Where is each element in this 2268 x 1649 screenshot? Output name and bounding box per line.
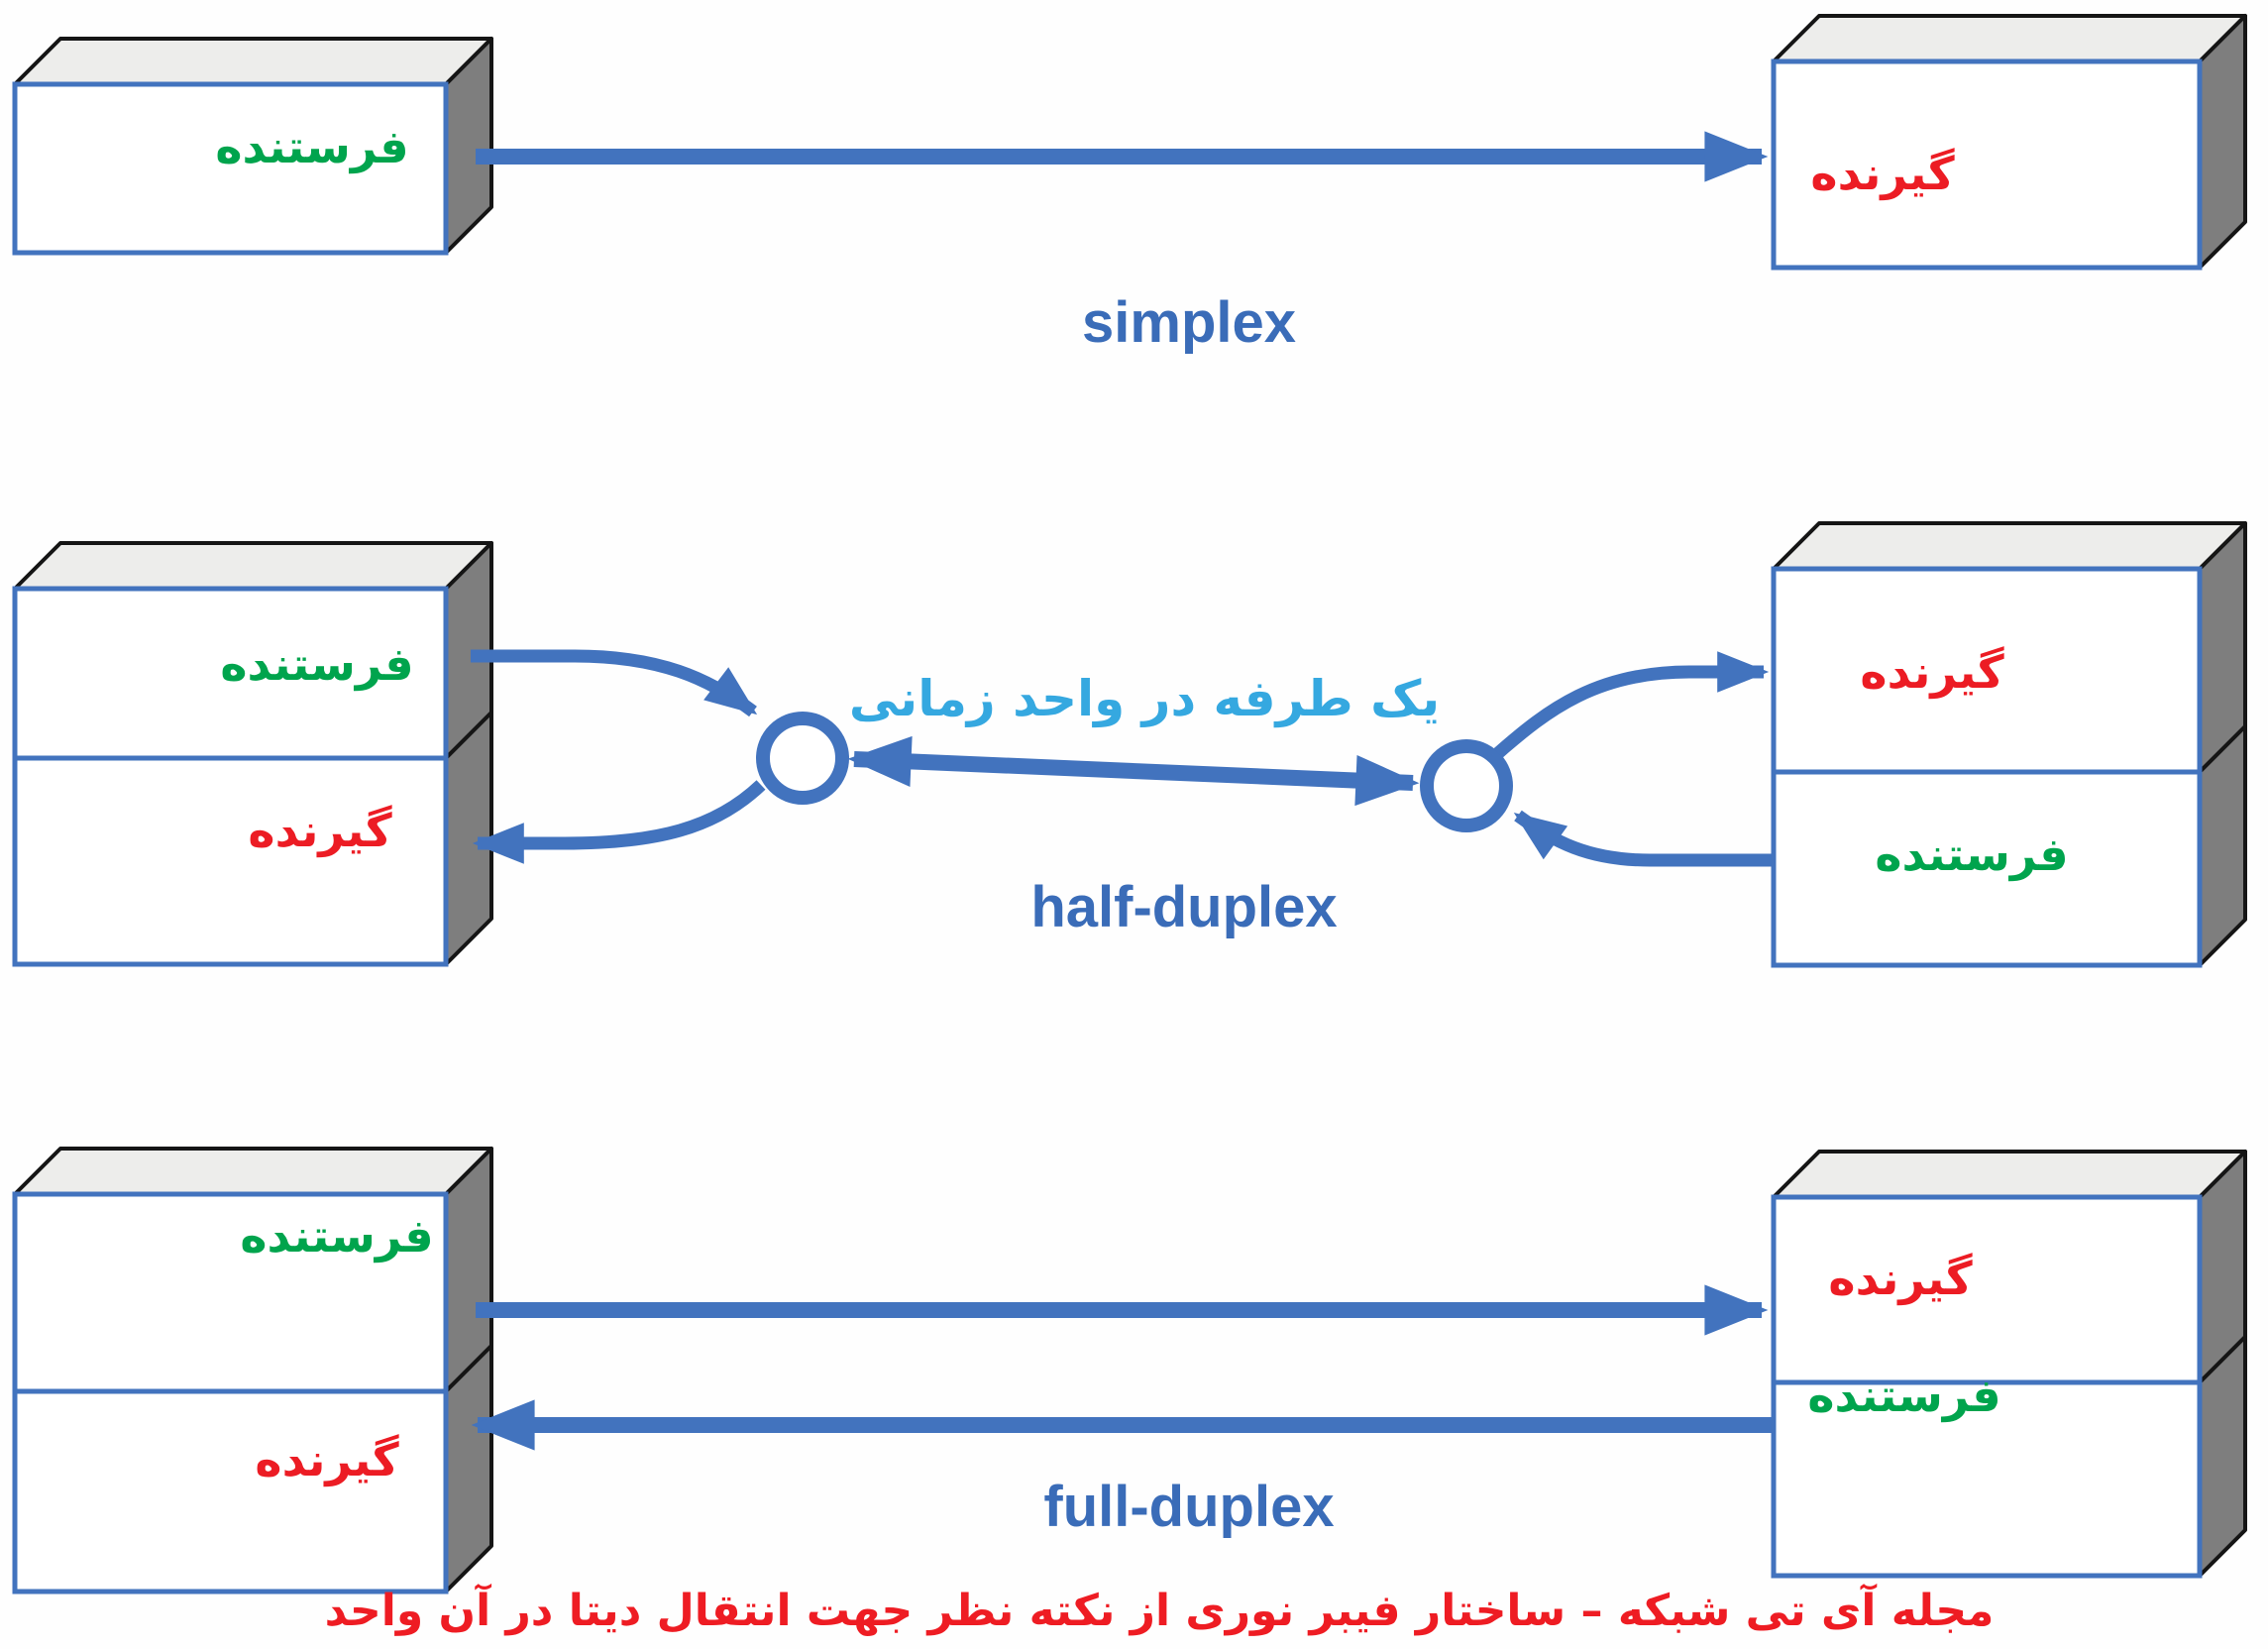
sender-label: فرستنده — [240, 1209, 433, 1263]
sender-compartment — [1771, 1379, 2203, 1579]
receiver-label: گیرنده — [1828, 1252, 1972, 1305]
one-way-at-a-time-annotation: یک طرفه در واحد زمانی — [849, 670, 1440, 728]
full-duplex-section: فرستنده گیرنده گیرنده فرستنده full-duple… — [12, 1147, 2247, 1594]
shared-channel-double-arrow — [847, 735, 1420, 807]
junction-to-right-receiver-arrow — [1493, 651, 1770, 758]
sender-label: فرستنده — [220, 637, 413, 691]
box-front-face — [12, 81, 449, 256]
simplex-title: simplex — [1082, 290, 1296, 355]
full-duplex-left-box: فرستنده گیرنده — [12, 1147, 493, 1594]
box-top-face — [1772, 14, 2247, 63]
sender-label: فرستنده — [1807, 1369, 2000, 1422]
simplex-section: فرستنده گیرنده simplex — [12, 14, 2247, 355]
image-caption: مجله آی تی شبکه – ساختار فیبر نوری از نک… — [325, 1583, 1995, 1636]
box-top-face — [13, 1147, 493, 1196]
sender-compartment — [12, 1191, 449, 1394]
simplex-receiver-box: گیرنده — [1771, 14, 2247, 271]
sender-label: فرستنده — [215, 120, 408, 173]
half-duplex-left-box: فرستنده گیرنده — [12, 541, 493, 967]
half-duplex-title: half-duplex — [1030, 875, 1337, 939]
full-duplex-title: full-duplex — [1043, 1475, 1334, 1539]
receiver-label: گیرنده — [1810, 147, 1954, 200]
simplex-sender-box: فرستنده — [12, 37, 493, 256]
receiver-compartment — [1771, 1194, 2203, 1385]
receiver-compartment — [12, 1388, 449, 1594]
full-duplex-right-box: گیرنده فرستنده — [1771, 1150, 2247, 1579]
box-front-face — [1771, 58, 2203, 271]
box-top-face — [13, 37, 493, 86]
receiver-label: گیرنده — [1860, 645, 2003, 699]
receiver-label: گیرنده — [248, 804, 391, 857]
receiver-label: گیرنده — [255, 1433, 398, 1486]
box-top-face — [1772, 1150, 2247, 1199]
right-sender-to-junction-arrow — [1513, 810, 1774, 867]
receiver-compartment — [12, 755, 449, 967]
receiver-compartment — [1771, 566, 2203, 775]
sender-label: فرستنده — [1875, 827, 2068, 881]
half-duplex-right-box: گیرنده فرستنده — [1771, 521, 2247, 968]
right-junction-circle — [1420, 739, 1513, 832]
box-side-face — [2198, 14, 2247, 270]
box-top-face — [1772, 521, 2247, 571]
junction-to-left-receiver-arrow — [472, 780, 766, 864]
half-duplex-section: فرستنده گیرنده یک طرفه در واحد زمانی گیر… — [12, 521, 2247, 968]
box-top-face — [13, 541, 493, 591]
left-sender-to-junction-arrow — [471, 649, 758, 717]
sender-compartment — [1771, 769, 2203, 968]
box-side-face-lower — [444, 1344, 493, 1594]
left-junction-circle — [756, 712, 849, 805]
